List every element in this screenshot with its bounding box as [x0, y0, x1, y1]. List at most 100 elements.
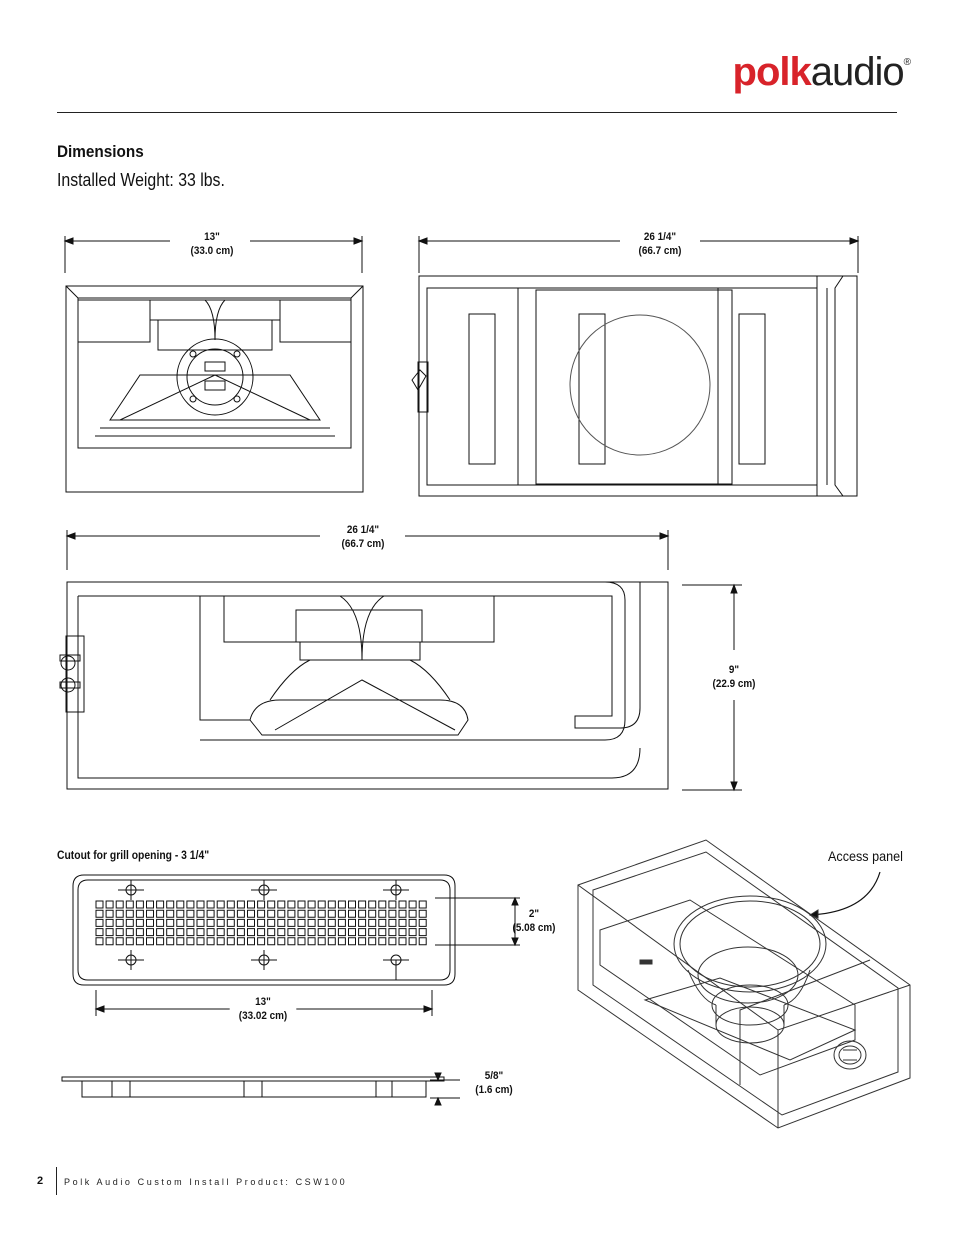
- grill-hole: [106, 938, 113, 945]
- grill-hole: [147, 938, 154, 945]
- grill-hole: [268, 901, 275, 908]
- grill-hole: [308, 929, 315, 936]
- grill-hole: [136, 919, 143, 926]
- grill-hole: [389, 919, 396, 926]
- grill-hole: [258, 901, 265, 908]
- front-width-cm: (33.0 cm): [190, 245, 234, 257]
- grill-hole: [227, 919, 234, 926]
- grill-hole: [126, 910, 133, 917]
- grill-hole: [338, 901, 345, 908]
- grill-width-label: 13" (33.02 cm): [229, 995, 297, 1023]
- grill-hole: [328, 910, 335, 917]
- grill-hole: [369, 910, 376, 917]
- grill-hole: [369, 901, 376, 908]
- logo-registered-mark: ®: [903, 57, 911, 68]
- grill-hole: [197, 929, 204, 936]
- grill-hole: [106, 901, 113, 908]
- grill-hole: [187, 919, 194, 926]
- grill-hole: [419, 919, 426, 926]
- grill-hole: [359, 901, 366, 908]
- grill-hole: [359, 929, 366, 936]
- grill-hole: [147, 901, 154, 908]
- grill-hole: [379, 910, 386, 917]
- side-width-cm: (66.7 cm): [638, 245, 682, 257]
- grill-hole: [248, 929, 255, 936]
- grill-hole: [318, 938, 325, 945]
- grill-hole: [116, 910, 123, 917]
- grill-hole: [328, 938, 335, 945]
- grill-hole: [349, 901, 356, 908]
- grill-hole: [116, 929, 123, 936]
- grill-hole: [187, 910, 194, 917]
- grill-hole: [298, 919, 305, 926]
- front-width-inches: 13": [204, 231, 220, 243]
- grill-hole: [106, 929, 113, 936]
- grill-hole: [318, 919, 325, 926]
- grill-hole: [268, 919, 275, 926]
- grill-hole: [379, 938, 386, 945]
- grill-hole: [197, 919, 204, 926]
- footer-text: Polk Audio Custom Install Product: CSW10…: [64, 1177, 348, 1187]
- grill-hole: [157, 919, 164, 926]
- grill-hole: [147, 929, 154, 936]
- grill-hole: [278, 910, 285, 917]
- grill-hole: [288, 919, 295, 926]
- grill-hole: [399, 910, 406, 917]
- grill-hole: [389, 901, 396, 908]
- grill-depth-inches: 5/8": [484, 1070, 504, 1082]
- grill-hole: [419, 901, 426, 908]
- section-title: Dimensions: [57, 142, 144, 161]
- header-rule: [57, 112, 897, 113]
- grill-hole: [298, 910, 305, 917]
- grill-hole: [308, 901, 315, 908]
- grill-hole: [167, 910, 174, 917]
- grill-hole: [288, 938, 295, 945]
- grill-hole: [217, 910, 224, 917]
- grill-hole: [177, 938, 184, 945]
- grill-hole: [379, 919, 386, 926]
- top-view-drawing: [60, 530, 742, 790]
- grill-hole: [369, 929, 376, 936]
- grill-hole: [288, 901, 295, 908]
- side-view-drawing: [412, 236, 858, 496]
- grill-hole: [217, 929, 224, 936]
- grill-hole: [298, 929, 305, 936]
- grill-hole: [338, 938, 345, 945]
- grill-hole: [248, 901, 255, 908]
- grill-hole: [389, 910, 396, 917]
- grill-hole: [328, 901, 335, 908]
- grill-hole: [278, 901, 285, 908]
- grill-hole: [197, 901, 204, 908]
- grill-hole: [359, 910, 366, 917]
- grill-hole: [217, 901, 224, 908]
- grill-hole: [167, 919, 174, 926]
- access-panel-label: Access panel: [828, 848, 903, 864]
- grill-hole: [258, 919, 265, 926]
- grill-hole: [328, 919, 335, 926]
- grill-hole: [399, 938, 406, 945]
- grill-caption: Cutout for grill opening - 3 1/4": [57, 850, 210, 862]
- grill-hole: [278, 938, 285, 945]
- grill-hole: [268, 910, 275, 917]
- grill-hole: [369, 919, 376, 926]
- grill-hole: [126, 938, 133, 945]
- grill-hole: [298, 938, 305, 945]
- grill-hole: [318, 901, 325, 908]
- grill-hole: [177, 929, 184, 936]
- logo-audio: audio: [810, 50, 905, 94]
- footer-divider: [56, 1167, 57, 1195]
- grill-hole: [349, 938, 356, 945]
- top-height-inches: 9": [728, 664, 740, 676]
- grill-hole: [207, 910, 214, 917]
- grill-hole: [147, 910, 154, 917]
- grill-hole: [167, 901, 174, 908]
- grill-hole: [207, 919, 214, 926]
- grill-grid: [96, 901, 426, 945]
- grill-hole: [187, 938, 194, 945]
- grill-hole: [177, 919, 184, 926]
- grill-hole: [237, 910, 244, 917]
- isometric-enclosure-drawing: [578, 840, 910, 1128]
- logo-polk: polk: [732, 50, 812, 94]
- grill-hole: [419, 910, 426, 917]
